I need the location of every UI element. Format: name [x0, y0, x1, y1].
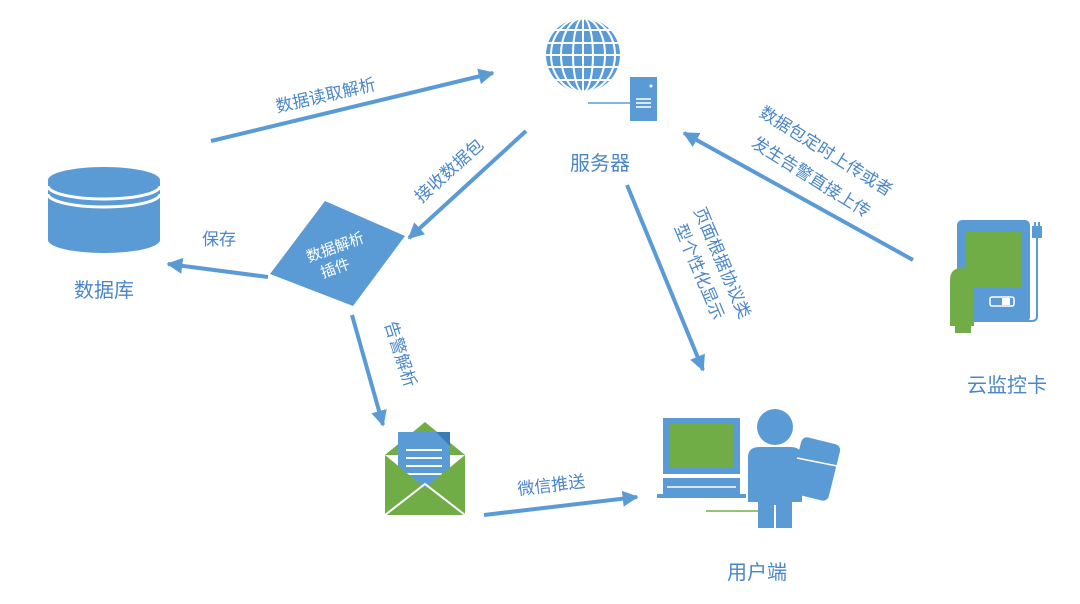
- edge-label-wechat-push: 微信推送: [516, 472, 586, 500]
- plugin-diamond: [270, 201, 405, 306]
- edge-label-alarm-parse: 告警解析: [380, 319, 420, 390]
- user-label: 用户端: [727, 560, 787, 584]
- arrow-upload: [682, 131, 914, 262]
- arrow-save: [166, 257, 269, 279]
- arrow-receive-packet: [407, 129, 528, 240]
- computer-icon: [657, 418, 760, 512]
- database-node: 数据库: [46, 167, 162, 302]
- server-node: 服务器: [546, 18, 657, 175]
- cloud-card-node: 云监控卡: [950, 220, 1047, 397]
- arrow-wechat-push: [483, 490, 639, 517]
- server-label: 服务器: [570, 151, 630, 175]
- edge-label-read-parse: 数据读取解析: [274, 75, 378, 117]
- plugin-node: 数据解析 插件: [270, 201, 405, 306]
- arrow-page-display: [625, 184, 705, 372]
- usb-stick-icon: [950, 268, 974, 333]
- server-tower-icon: [630, 77, 657, 121]
- edge-label-save: 保存: [202, 230, 236, 250]
- globe-icon: [546, 18, 620, 92]
- edge-label-receive-packet: 接收数据包: [411, 135, 488, 207]
- tablet-icon: [789, 437, 841, 501]
- arrow-alarm-parse: [350, 314, 387, 427]
- arrow-read-parse: [210, 68, 495, 143]
- database-label: 数据库: [74, 278, 134, 302]
- envelope-icon: [384, 422, 466, 516]
- user-node: 用户端: [657, 409, 841, 584]
- person-icon: [748, 409, 802, 528]
- cloud-card-label: 云监控卡: [967, 373, 1047, 397]
- device-icon: [957, 220, 1042, 322]
- database-icon: [46, 167, 162, 253]
